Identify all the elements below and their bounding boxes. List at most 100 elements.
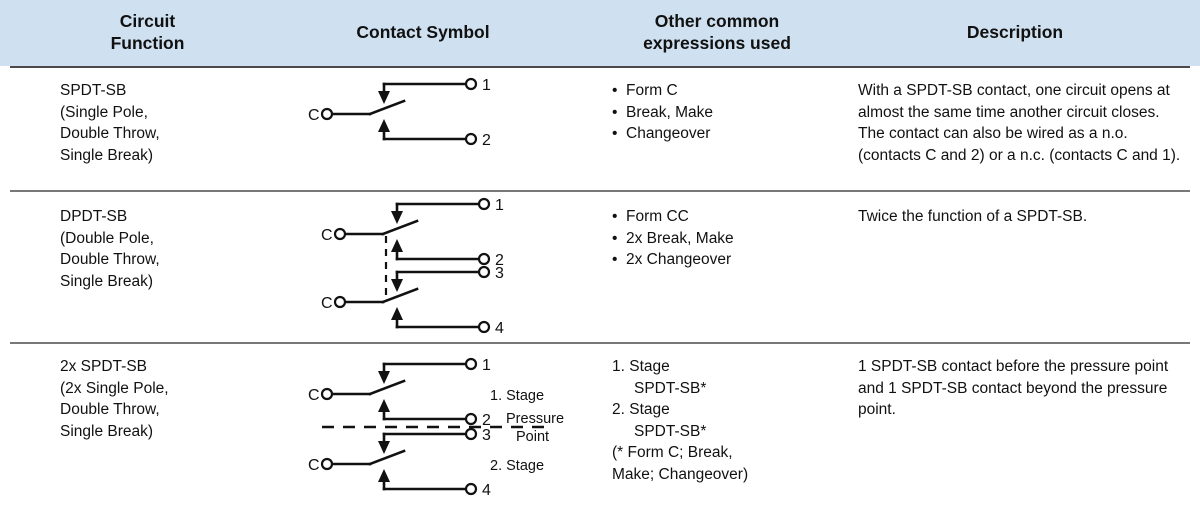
dpdt-sb-diagram: C C 1 2 3 4 xyxy=(321,197,504,337)
description-text: With a SPDT-SB contact, one circuit open… xyxy=(858,82,1181,164)
table-row: DPDT-SB (Double Pole, Double Throw, Sing… xyxy=(0,192,1200,342)
function-detail-line1: (2x Single Pole, xyxy=(60,379,169,397)
terminal-node-2 xyxy=(464,412,478,426)
terminal-node-c xyxy=(320,107,334,121)
list-item: Break, Make xyxy=(612,102,842,124)
cell-circuit-function: DPDT-SB (Double Pole, Double Throw, Sing… xyxy=(60,192,275,292)
terminal-label-2: 2 xyxy=(482,412,491,429)
list-item: 2x Changeover xyxy=(612,249,842,271)
terminal-node-4 xyxy=(464,482,478,496)
terminal-label-1: 1 xyxy=(482,357,491,374)
column-header-contact-symbol-label: Contact Symbol xyxy=(356,22,490,43)
terminal-label-1: 1 xyxy=(482,77,491,94)
arrow-down-terminal-3 xyxy=(378,441,390,454)
terminal-node-c2 xyxy=(333,295,347,309)
terminal-node-1 xyxy=(477,197,491,211)
terminal-node-1 xyxy=(464,77,478,91)
expression-line: (* Form C; Break, xyxy=(612,444,733,461)
stage-label-2: 2. Stage xyxy=(490,458,544,474)
column-header-circuit-function: Circuit Function xyxy=(20,0,275,66)
function-detail-line1: (Single Pole, xyxy=(60,103,148,121)
expression-line: SPDT-SB* xyxy=(634,379,707,397)
cell-contact-symbol: C C 1 2 3 4 1. Stage 2. Stage Pressure P… xyxy=(300,344,590,512)
terminal-label-3: 3 xyxy=(482,427,491,444)
terminal-node-2 xyxy=(477,252,491,266)
terminal-label-c1: C xyxy=(308,387,320,404)
arrow-up-terminal-4 xyxy=(391,307,403,320)
column-header-contact-symbol: Contact Symbol xyxy=(278,0,568,66)
description-text: Twice the function of a SPDT-SB. xyxy=(858,208,1088,225)
terminal-label-c2: C xyxy=(308,457,320,474)
stage-label-1: 1. Stage xyxy=(490,388,544,404)
function-name: 2x SPDT-SB xyxy=(60,358,147,375)
column-header-description-label: Description xyxy=(966,22,1064,43)
terminal-node-3 xyxy=(464,427,478,441)
arrow-down-terminal-1 xyxy=(378,371,390,384)
expression-line: 1. Stage xyxy=(612,358,670,375)
terminal-label-c2: C xyxy=(321,295,333,312)
function-detail-line3: Single Break) xyxy=(60,272,154,290)
2x-spdt-sb-diagram: C C 1 2 3 4 1. Stage 2. Stage Pressure P… xyxy=(308,357,564,499)
cell-contact-symbol: C 1 2 xyxy=(300,68,590,190)
expressions-list: Form C Break, Make Changeover xyxy=(612,80,842,145)
list-item: 2x Break, Make xyxy=(612,228,842,250)
cell-circuit-function: SPDT-SB (Single Pole, Double Throw, Sing… xyxy=(60,68,275,166)
function-detail-line2: Double Throw, xyxy=(60,251,160,268)
spdt-sb-diagram: C 1 2 xyxy=(308,77,491,149)
terminal-label-4: 4 xyxy=(495,320,504,337)
function-detail-line1: (Double Pole, xyxy=(60,229,154,247)
arrow-up-terminal-2 xyxy=(378,119,390,132)
arrow-down-terminal-3 xyxy=(391,279,403,292)
cell-other-expressions: Form C Break, Make Changeover xyxy=(612,68,842,145)
function-name: DPDT-SB xyxy=(60,208,128,225)
column-header-other-expressions: Other common expressions used xyxy=(592,0,842,66)
terminal-node-2 xyxy=(464,132,478,146)
column-header-circuit-function-line2: Function xyxy=(110,33,185,53)
function-detail-line2: Double Throw, xyxy=(60,401,160,418)
header-divider xyxy=(10,66,1190,68)
column-header-description: Description xyxy=(850,0,1180,66)
table-row: SPDT-SB (Single Pole, Double Throw, Sing… xyxy=(0,68,1200,190)
cell-description: 1 SPDT-SB contact before the pressure po… xyxy=(858,344,1188,421)
list-item: Changeover xyxy=(612,123,842,145)
terminal-node-1 xyxy=(464,357,478,371)
terminal-node-c1 xyxy=(320,387,334,401)
cell-other-expressions: 1. Stage SPDT-SB* 2. Stage SPDT-SB* (* F… xyxy=(612,344,842,485)
arrow-up-terminal-2 xyxy=(391,239,403,252)
arrow-up-terminal-2 xyxy=(378,399,390,412)
function-detail-line2: Double Throw, xyxy=(60,125,160,142)
column-header-circuit-function-line1: Circuit xyxy=(119,11,176,32)
arrow-down-terminal-1 xyxy=(391,211,403,224)
terminal-label-2: 2 xyxy=(495,252,504,269)
column-header-other-expressions-line2: expressions used xyxy=(643,33,791,53)
expression-line: SPDT-SB* xyxy=(634,422,707,440)
arrow-down-terminal-1 xyxy=(378,91,390,104)
expression-line: 2. Stage xyxy=(612,401,670,418)
list-item: Form CC xyxy=(612,206,842,228)
pressure-point-label-line1: Pressure xyxy=(506,411,564,427)
terminal-label-2: 2 xyxy=(482,132,491,149)
terminal-node-3 xyxy=(477,265,491,279)
cell-description: Twice the function of a SPDT-SB. xyxy=(858,192,1188,228)
terminal-node-c1 xyxy=(333,227,347,241)
cell-description: With a SPDT-SB contact, one circuit open… xyxy=(858,68,1188,166)
expressions-list: Form CC 2x Break, Make 2x Changeover xyxy=(612,206,842,271)
expression-line: Make; Changeover) xyxy=(612,465,749,483)
function-detail-line3: Single Break) xyxy=(60,146,154,164)
row-divider xyxy=(10,342,1190,344)
terminal-node-c2 xyxy=(320,457,334,471)
terminal-label-c: C xyxy=(308,107,320,124)
table-header: Circuit Function Contact Symbol Other co… xyxy=(0,0,1200,66)
arrow-up-terminal-4 xyxy=(378,469,390,482)
function-detail-line3: Single Break) xyxy=(60,422,154,440)
terminal-label-c1: C xyxy=(321,227,333,244)
table-row: 2x SPDT-SB (2x Single Pole, Double Throw… xyxy=(0,344,1200,512)
terminal-label-3: 3 xyxy=(495,265,504,282)
cell-other-expressions: Form CC 2x Break, Make 2x Changeover xyxy=(612,192,842,271)
cell-circuit-function: 2x SPDT-SB (2x Single Pole, Double Throw… xyxy=(60,344,275,442)
terminal-node-4 xyxy=(477,320,491,334)
terminal-label-4: 4 xyxy=(482,482,491,499)
function-name: SPDT-SB xyxy=(60,82,127,99)
description-text: 1 SPDT-SB contact before the pressure po… xyxy=(858,358,1169,418)
